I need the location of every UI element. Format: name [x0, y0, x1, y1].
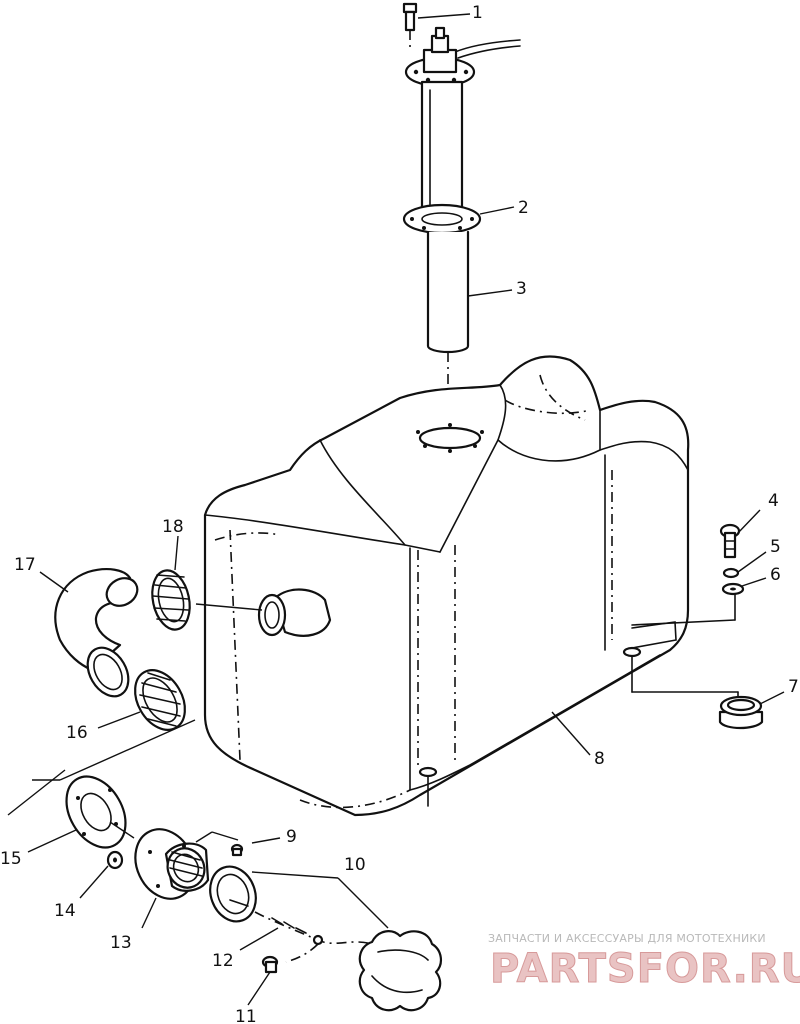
callout-6: 6 [770, 565, 781, 585]
callout-12: 12 [212, 951, 234, 971]
part-filler-gasket [7, 719, 196, 849]
callout-14: 14 [54, 901, 76, 921]
callout-2: 2 [518, 198, 529, 218]
callout-3: 3 [516, 279, 527, 299]
callout-9: 9 [286, 827, 297, 847]
callout-13: 13 [110, 933, 132, 953]
callout-7: 7 [788, 677, 799, 697]
part-nut [106, 850, 124, 870]
part-elbow-hose [54, 568, 139, 698]
callout-numbers: 1 2 3 4 5 6 7 8 9 10 11 12 13 14 15 16 1… [0, 3, 799, 1024]
callout-17: 17 [14, 555, 36, 575]
callout-11: 11 [235, 1007, 257, 1024]
callout-5: 5 [770, 537, 781, 557]
callout-16: 16 [66, 723, 88, 743]
part-cap-screw [261, 955, 279, 974]
callout-10: 10 [344, 855, 366, 875]
callout-15: 15 [0, 849, 22, 869]
watermark-tagline: ЗАПЧАСТИ И АКСЕССУАРЫ ДЛЯ МОТОТЕХНИКИ [488, 932, 766, 945]
part-gasket-flange [402, 203, 482, 235]
callout-4: 4 [768, 491, 779, 511]
part-fuel-tank [203, 355, 739, 817]
part-fuel-cap [358, 930, 442, 1012]
part-filler-neck [134, 828, 239, 900]
part-lock-washer [722, 567, 740, 579]
part-flat-washer [721, 582, 745, 596]
part-hose-clamp-lower [134, 669, 186, 731]
part-tether-cable [254, 911, 373, 963]
part-bolt-top [402, 2, 418, 52]
part-bolt-right [719, 523, 741, 559]
watermark-brand: PARTSFOR.RU [490, 946, 800, 992]
callout-1: 1 [472, 3, 483, 23]
part-hose-clamp-upper [151, 569, 263, 631]
part-pickup-tube [426, 230, 470, 400]
part-rubber-grommet [718, 695, 764, 730]
watermark: ЗАПЧАСТИ И АКСЕССУАРЫ ДЛЯ МОТОТЕХНИКИ PA… [488, 932, 800, 993]
leader-lines [27, 13, 785, 1006]
callout-18: 18 [162, 517, 184, 537]
callout-8: 8 [594, 749, 605, 769]
part-cap-gasket [209, 865, 389, 929]
part-screw-small [230, 843, 244, 857]
part-fuel-sender [404, 26, 521, 214]
